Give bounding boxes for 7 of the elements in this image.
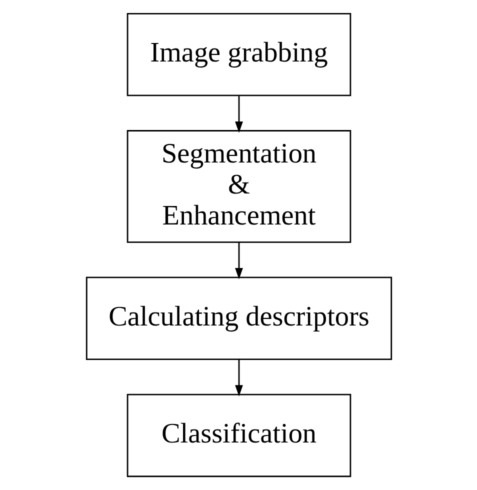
node-box: Calculating descriptors	[85, 276, 392, 360]
node-box: Classification	[126, 394, 351, 478]
arrow	[234, 360, 242, 396]
node-box: Segmentation & Enhancement	[126, 130, 351, 243]
arrow	[234, 242, 242, 280]
node-box: Image grabbing	[126, 12, 351, 96]
arrow	[234, 96, 242, 133]
